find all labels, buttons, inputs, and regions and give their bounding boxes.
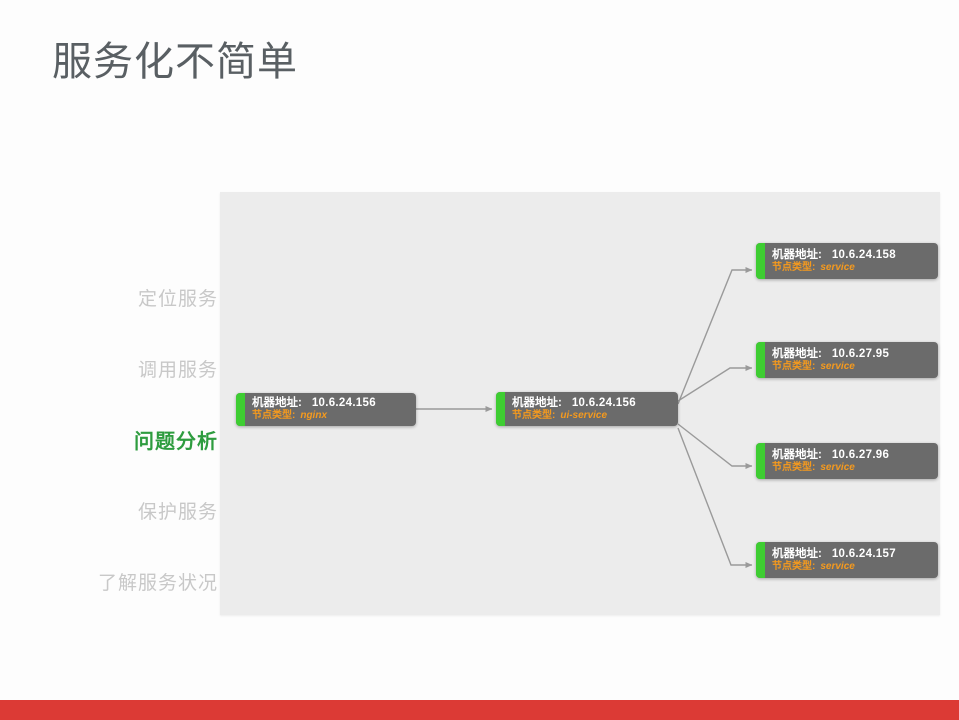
node-address-label: 机器地址:: [512, 396, 562, 409]
node-accent-bar: [756, 542, 765, 578]
node-type-label: 节点类型:: [772, 360, 816, 372]
node-accent-bar: [756, 342, 765, 378]
node-address-value: 10.6.27.95: [831, 347, 890, 360]
node-accent-bar: [236, 393, 245, 426]
edge-ui-service-to-svc-2: [677, 365, 753, 402]
node-address-row: 机器地址: 10.6.27.96: [772, 448, 930, 462]
node-type-value: service: [820, 261, 855, 273]
node-address-label: 机器地址:: [772, 448, 822, 461]
node-accent-bar: [756, 243, 765, 279]
node-body: 机器地址: 10.6.24.157 节点类型: service: [765, 542, 938, 578]
sidebar-item-label: 问题分析: [134, 431, 218, 453]
sidebar-item-label: 定位服务: [137, 289, 218, 310]
sidebar-item-protect-service[interactable]: 保护服务: [40, 475, 222, 546]
node-address-row: 机器地址: 10.6.27.95: [772, 347, 930, 361]
node-accent-bar: [496, 392, 505, 426]
graph-node-ui-service[interactable]: 机器地址: 10.6.24.156 节点类型: ui-service: [496, 392, 678, 426]
node-body: 机器地址: 10.6.24.156 节点类型: ui-service: [505, 392, 678, 426]
sidebar-item-locate-service[interactable]: 定位服务: [40, 262, 222, 333]
edge-ui-service-to-svc-4: [677, 427, 753, 568]
node-body: 机器地址: 10.6.24.158 节点类型: service: [765, 243, 938, 279]
sidebar-item-problem-analysis[interactable]: 问题分析: [40, 404, 222, 475]
sidebar-item-invoke-service[interactable]: 调用服务: [40, 333, 222, 404]
node-address-row: 机器地址: 10.6.24.156: [252, 396, 408, 410]
node-address-label: 机器地址:: [772, 248, 822, 261]
graph-node-service-2[interactable]: 机器地址: 10.6.27.95 节点类型: service: [756, 342, 938, 378]
sidebar-item-label: 调用服务: [137, 360, 218, 381]
node-address-value: 10.6.24.156: [311, 397, 376, 410]
node-body: 机器地址: 10.6.27.95 节点类型: service: [765, 342, 938, 378]
node-body: 机器地址: 10.6.27.96 节点类型: service: [765, 443, 938, 479]
diagram-edges: [416, 267, 753, 568]
node-type-label: 节点类型:: [252, 410, 296, 422]
node-type-value: service: [820, 461, 855, 473]
node-type-row: 节点类型: ui-service: [512, 410, 670, 423]
graph-node-nginx[interactable]: 机器地址: 10.6.24.156 节点类型: nginx: [236, 393, 416, 426]
node-address-row: 机器地址: 10.6.24.158: [772, 248, 930, 262]
node-type-label: 节点类型:: [772, 261, 816, 273]
node-type-value: ui-service: [560, 409, 608, 421]
sidebar-item-label: 保护服务: [137, 502, 218, 523]
node-address-row: 机器地址: 10.6.24.157: [772, 547, 930, 561]
node-address-value: 10.6.24.156: [571, 396, 636, 409]
edge-ui-service-to-svc-1: [677, 267, 753, 405]
sidebar-item-label: 了解服务状况: [97, 573, 218, 594]
node-type-row: 节点类型: service: [772, 462, 930, 475]
graph-node-service-3[interactable]: 机器地址: 10.6.27.96 节点类型: service: [756, 443, 938, 479]
node-address-label: 机器地址:: [252, 397, 302, 410]
graph-node-service-4[interactable]: 机器地址: 10.6.24.157 节点类型: service: [756, 542, 938, 578]
node-type-value: nginx: [300, 410, 328, 422]
node-address-value: 10.6.24.157: [831, 547, 896, 560]
node-body: 机器地址: 10.6.24.156 节点类型: nginx: [245, 393, 416, 426]
diagram-canvas[interactable]: 机器地址: 10.6.24.156 节点类型: nginx 机器地址: 10.6…: [220, 192, 940, 615]
node-type-label: 节点类型:: [512, 409, 556, 421]
graph-node-service-1[interactable]: 机器地址: 10.6.24.158 节点类型: service: [756, 243, 938, 279]
node-address-value: 10.6.27.96: [831, 448, 890, 461]
node-address-value: 10.6.24.158: [831, 248, 896, 261]
node-type-value: service: [820, 560, 855, 572]
node-type-row: 节点类型: nginx: [252, 410, 408, 423]
node-type-row: 节点类型: service: [772, 361, 930, 374]
node-address-label: 机器地址:: [772, 347, 822, 360]
bottom-accent-bar: [0, 700, 959, 720]
node-type-row: 节点类型: service: [772, 262, 930, 275]
sidebar: 定位服务 调用服务 问题分析 保护服务 了解服务状况: [40, 262, 222, 617]
node-address-row: 机器地址: 10.6.24.156: [512, 396, 670, 410]
edge-ui-service-to-svc-3: [677, 423, 753, 469]
sidebar-item-service-status[interactable]: 了解服务状况: [40, 546, 222, 617]
node-accent-bar: [756, 443, 765, 479]
node-type-row: 节点类型: service: [772, 561, 930, 574]
node-type-value: service: [820, 360, 855, 372]
node-type-label: 节点类型:: [772, 560, 816, 572]
node-address-label: 机器地址:: [772, 547, 822, 560]
page-title: 服务化不简单: [52, 40, 298, 84]
node-type-label: 节点类型:: [772, 461, 816, 473]
